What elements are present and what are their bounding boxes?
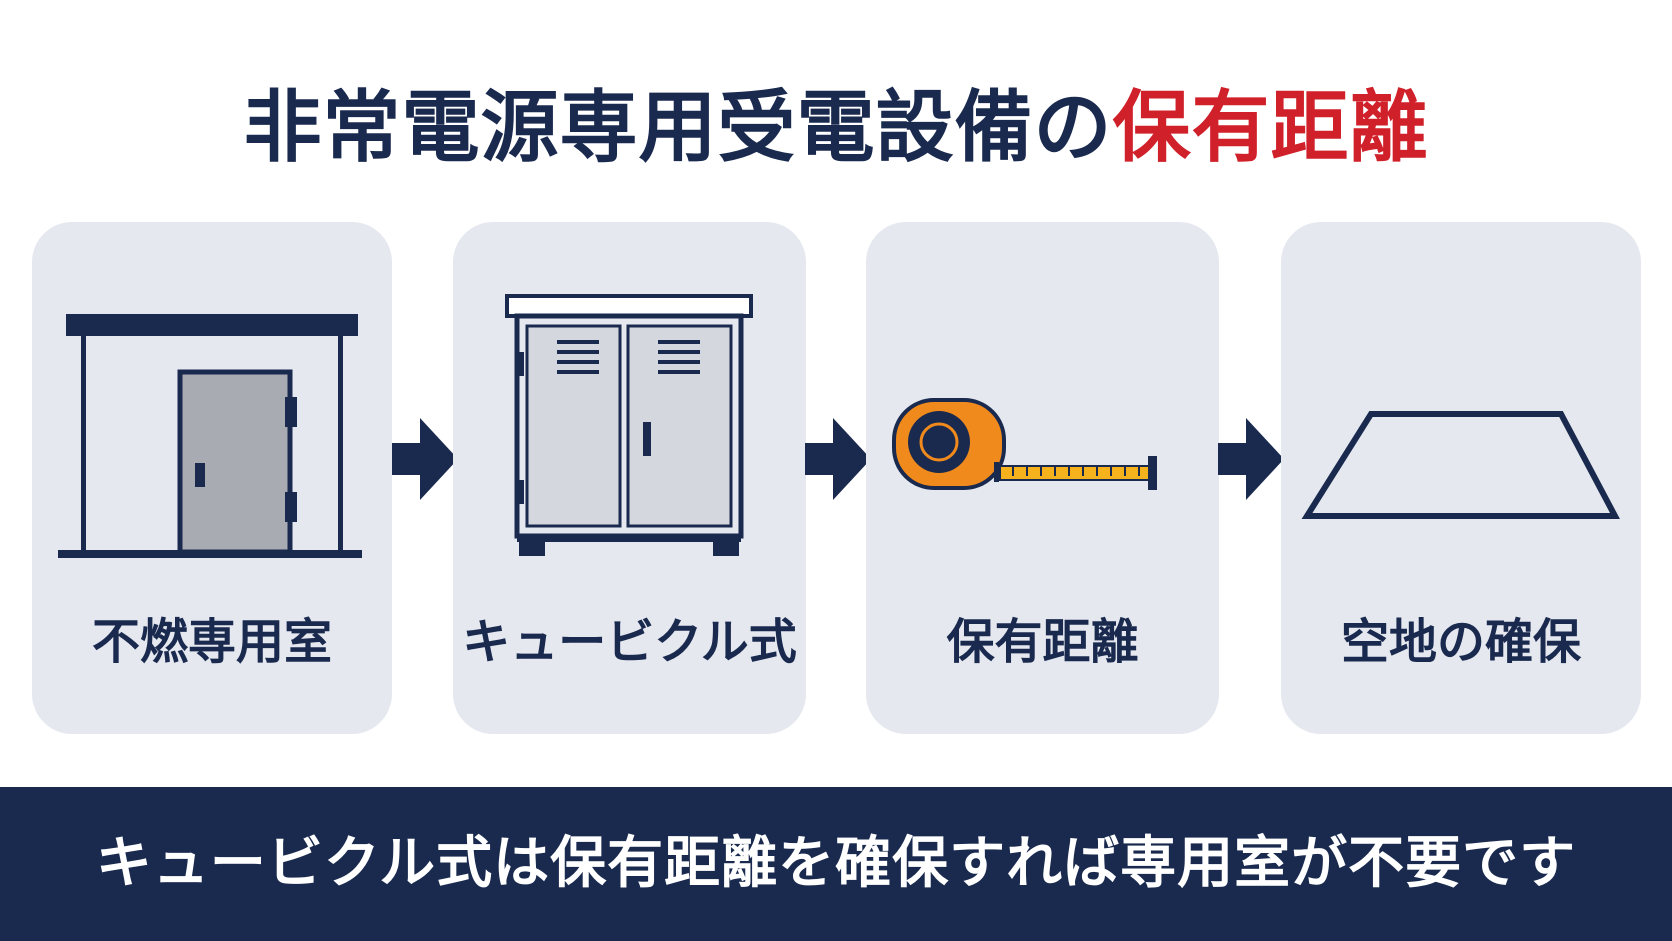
title-main: 非常電源専用受電設備の: [243, 83, 1113, 173]
summary-text: キュービクル式は保有距離を確保すれば専用室が不要です: [95, 831, 1577, 896]
title-accent: 保有距離: [1112, 83, 1429, 173]
page-title: 非常電源専用受電設備の保有距離: [0, 78, 1672, 178]
building-room-icon: [58, 314, 362, 558]
summary-banner: キュービクル式は保有距離を確保すれば専用室が不要です: [0, 787, 1672, 941]
step-card-clearance: 保有距離: [866, 222, 1219, 734]
step-label: 不燃専用室: [91, 614, 332, 670]
tape-measure-icon: [892, 398, 1157, 490]
step-label: 保有距離: [946, 614, 1139, 670]
step-card-open-space: 空地の確保: [1281, 222, 1641, 734]
step-card-cubicle: キュービクル式: [453, 222, 806, 734]
open-space-icon: [1301, 411, 1620, 519]
cubicle-cabinet-icon: [505, 294, 753, 556]
arrow-right-icon: [805, 418, 871, 500]
step-card-fireproof-room: 不燃専用室: [32, 222, 392, 734]
arrow-right-icon: [392, 418, 458, 500]
arrow-right-icon: [1218, 418, 1284, 500]
step-label: 空地の確保: [1340, 614, 1581, 670]
step-label: キュービクル式: [462, 614, 797, 670]
